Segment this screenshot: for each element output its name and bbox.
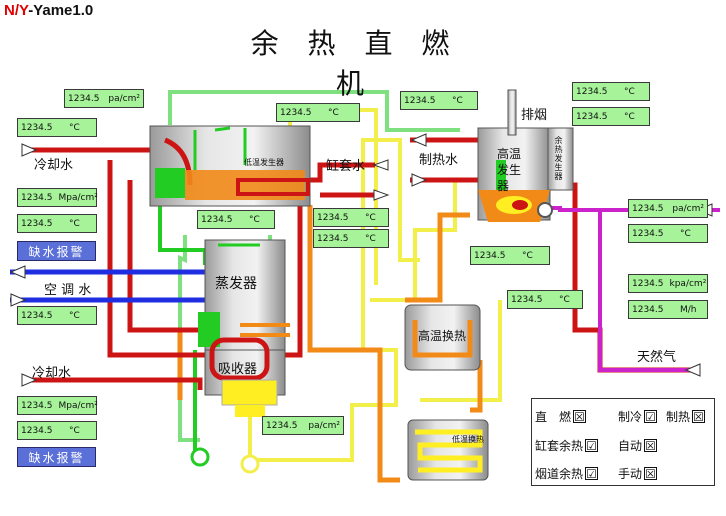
reading-bottom-temp: 1234.5°C bbox=[17, 421, 97, 440]
reading-burner-temp: 1234.5°C bbox=[470, 246, 550, 265]
status-heating[interactable]: 制热☒ bbox=[666, 410, 706, 424]
label-waste-heat-generator: 余热发生器 bbox=[554, 136, 563, 181]
page-title: 余 热 直 燃 机 bbox=[250, 27, 460, 100]
label-cooling-water-top: 冷却水 bbox=[34, 158, 74, 173]
reading-cooling-water-top: 1234.5°C bbox=[17, 118, 97, 137]
auto-checkbox[interactable]: ☒ bbox=[644, 439, 658, 453]
status-cooling[interactable]: 制冷☑ bbox=[618, 410, 658, 424]
reading-exhaust-2: 1234.5°C bbox=[572, 107, 650, 126]
reading-hotwater-top: 1234.5°C bbox=[400, 91, 478, 110]
reading-lowgen-bottom: 1234.5°C bbox=[197, 210, 275, 229]
status-flue-heat[interactable]: 烟道余热☑ bbox=[535, 467, 599, 481]
label-absorber: 吸收器 bbox=[218, 362, 258, 377]
status-auto[interactable]: 自动☒ bbox=[618, 439, 658, 453]
reading-hx-temp: 1234.5°C bbox=[507, 290, 583, 309]
flue-heat-checkbox[interactable]: ☑ bbox=[585, 467, 599, 481]
status-direct-fire[interactable]: 直 燃☒ bbox=[535, 410, 587, 424]
label-evaporator: 蒸发器 bbox=[215, 276, 257, 292]
cooling-checkbox[interactable]: ☑ bbox=[644, 410, 658, 424]
label-cooling-water-bottom: 冷却水 bbox=[32, 366, 72, 381]
label-natural-gas: 天然气 bbox=[637, 350, 677, 365]
label-low-temp-exchanger: 低温换热 bbox=[452, 435, 484, 444]
status-manual[interactable]: 手动☒ bbox=[618, 467, 658, 481]
label-low-temp-generator: 低温发生器 bbox=[244, 158, 284, 167]
reading-left-temp: 1234.5°C bbox=[17, 214, 97, 233]
reading-cylwater-1: 1234.5°C bbox=[313, 208, 389, 227]
water-shortage-alarm-1[interactable]: 缺水报警 bbox=[17, 241, 96, 261]
water-shortage-alarm-2[interactable]: 缺水报警 bbox=[17, 447, 96, 467]
direct-fire-checkbox[interactable]: ☒ bbox=[573, 410, 587, 424]
reading-aircon-temp: 1234.5°C bbox=[17, 306, 97, 325]
heating-checkbox[interactable]: ☒ bbox=[692, 410, 706, 424]
brand-label: N/Y-Yame1.0 bbox=[4, 2, 94, 19]
label-hot-water: 制热水 bbox=[419, 153, 459, 168]
label-high-temp-generator: 高温发生器 bbox=[497, 147, 522, 193]
reading-lowgen-top: 1234.5°C bbox=[276, 103, 360, 122]
status-cylinder-heat[interactable]: 缸套余热☑ bbox=[535, 439, 599, 453]
reading-gas-temp: 1234.5°C bbox=[628, 224, 708, 243]
label-high-temp-exchanger: 高温换热 bbox=[418, 329, 467, 343]
label-aircon-water: 空 调 水 bbox=[44, 283, 92, 298]
label-cylinder-water: 缸套水 bbox=[326, 159, 366, 174]
reading-exhaust-1: 1234.5°C bbox=[572, 82, 650, 101]
manual-checkbox[interactable]: ☒ bbox=[644, 467, 658, 481]
status-panel bbox=[531, 398, 715, 486]
reading-cylwater-2: 1234.5°C bbox=[313, 229, 389, 248]
cylinder-heat-checkbox[interactable]: ☑ bbox=[585, 439, 599, 453]
label-exhaust: 排烟 bbox=[521, 108, 548, 123]
